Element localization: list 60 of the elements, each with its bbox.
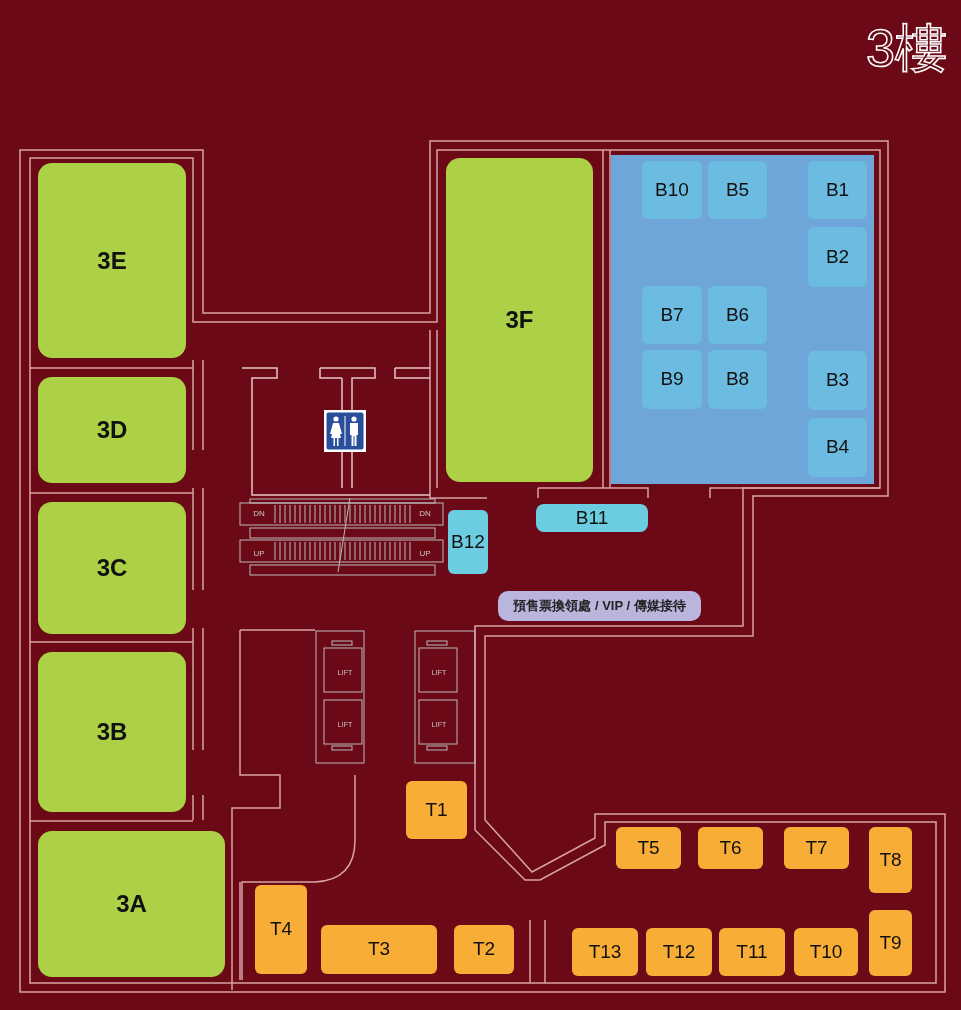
table	[321, 925, 437, 974]
escalator-sign: UP	[419, 550, 431, 558]
table	[646, 928, 712, 976]
stand-label: T9	[879, 930, 902, 955]
stand-label: 3D	[96, 415, 128, 445]
stand-label: 預售票換領處 / VIP / 傳媒接待	[513, 597, 686, 616]
stand-label: B2	[825, 244, 850, 269]
exhibition-hall	[38, 831, 225, 977]
stand-label: B11	[575, 505, 609, 530]
exhibition-hall	[38, 652, 186, 812]
table	[616, 827, 681, 869]
stand-label: T6	[719, 835, 742, 860]
exhibition-hall	[38, 377, 186, 483]
table	[572, 928, 638, 976]
table	[869, 827, 912, 893]
escalator-sign: DN	[419, 510, 431, 518]
booth	[448, 510, 488, 574]
stand-label: B12	[451, 529, 485, 554]
info-counter	[498, 591, 701, 621]
stand-label: B10	[655, 177, 689, 202]
table	[719, 928, 785, 976]
stand-label: 3F	[505, 305, 534, 335]
table	[698, 827, 763, 869]
table	[794, 928, 858, 976]
stand-label: 3B	[96, 717, 128, 747]
table	[454, 925, 514, 974]
stand-label: T8	[879, 847, 902, 872]
stand-label: B7	[660, 302, 684, 327]
table	[869, 910, 912, 976]
stand-label: T12	[662, 939, 696, 964]
stand-label: 3C	[96, 553, 128, 583]
table	[406, 781, 467, 839]
stand-label: T10	[809, 939, 843, 964]
title: 3樓	[866, 22, 947, 74]
stand-label: T1	[425, 797, 448, 822]
stand-label: T4	[269, 917, 293, 942]
stand-label: B3	[825, 368, 850, 393]
stand-label: B1	[825, 177, 850, 202]
table	[255, 885, 307, 974]
booth-area	[611, 155, 874, 484]
escalator-sign: DN	[253, 510, 265, 518]
stand-label: 3E	[97, 245, 127, 276]
stand-label: B4	[825, 435, 850, 460]
booth	[536, 504, 648, 532]
stand-label: T2	[472, 937, 496, 962]
exhibition-hall	[446, 158, 593, 482]
table	[784, 827, 849, 869]
stand-label: B8	[725, 367, 750, 392]
escalator-sign: UP	[253, 550, 265, 558]
stand-label: B6	[725, 302, 750, 327]
stand-label: T11	[736, 939, 768, 964]
stand-label: 3A	[116, 889, 147, 919]
stand-label: T7	[805, 835, 828, 860]
stand-label: T13	[588, 939, 622, 964]
stand-label: B9	[660, 367, 684, 392]
exhibition-hall	[38, 163, 186, 358]
stand-label: T3	[367, 937, 391, 962]
stand-label: T5	[637, 835, 660, 860]
stand-label: B5	[725, 177, 750, 202]
exhibition-hall	[38, 502, 186, 634]
